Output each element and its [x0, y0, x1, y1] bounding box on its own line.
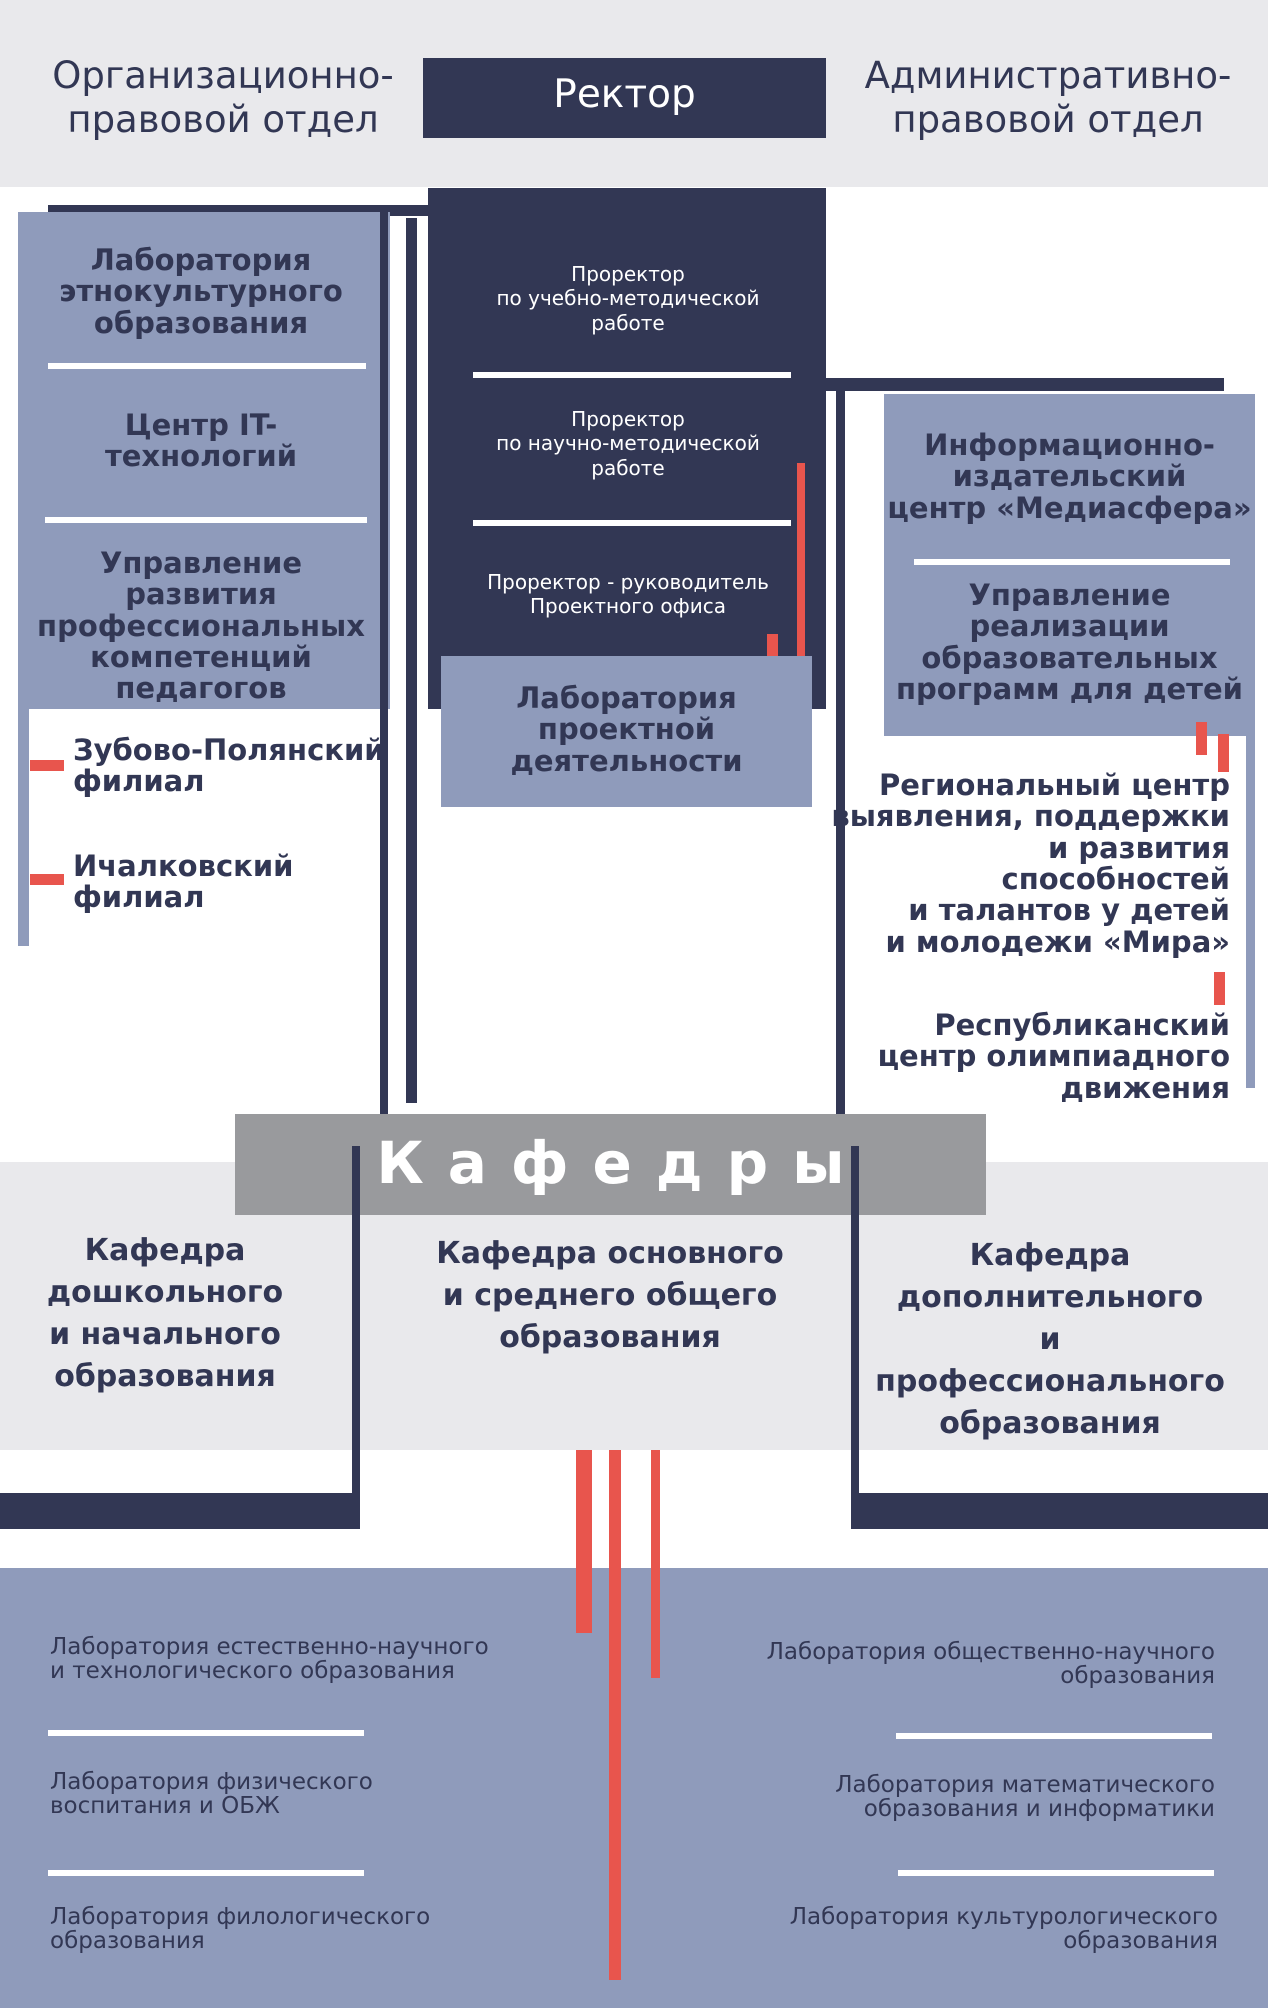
labs-right-divider-1	[896, 1733, 1212, 1739]
dept-right-bar	[851, 1493, 1268, 1529]
rector-label: Ректор	[553, 72, 696, 117]
lab-math-informatics: Лаборатория математического образования …	[835, 1772, 1215, 1823]
center-red-line-1	[797, 463, 805, 691]
left-divider-1	[48, 363, 366, 369]
right-red-marker-2	[1218, 734, 1229, 772]
admin-legal-dept: Административно- правовой отдел	[864, 54, 1232, 142]
center-left-vertical-line	[406, 218, 417, 1103]
departments-header: Кафедры	[376, 1129, 869, 1197]
lab-project-activity-box	[441, 656, 812, 807]
right-red-marker-3	[1214, 972, 1225, 1005]
right-red-marker-1	[1196, 722, 1207, 755]
center-it: Центр IT- технологий	[104, 408, 298, 474]
prorector-educational: Проректор по учебно-методической работе	[496, 262, 760, 335]
labs-panel	[0, 1568, 1268, 2008]
lab-natural-science: Лаборатория естественно-научного и техно…	[50, 1634, 489, 1685]
prorector-project-office: Проректор - руководитель Проектного офис…	[487, 570, 769, 619]
media-sphere-center: Информационно- издательский центр «Медиа…	[887, 428, 1252, 525]
connector-left-top	[48, 205, 428, 216]
left-divider-2	[45, 517, 367, 523]
connector-right-top	[826, 378, 1224, 391]
right-side-strip	[1246, 736, 1255, 1088]
branch-marker-1	[30, 760, 64, 771]
right-vertical-line	[836, 391, 845, 1120]
regional-talent-center: Региональный центр выявления, поддержки …	[831, 768, 1230, 959]
left-vertical-line	[380, 212, 388, 1124]
dept-preschool-primary: Кафедра дошкольного и начального образов…	[46, 1233, 284, 1394]
lab-red-line-3	[651, 1450, 660, 1678]
lab-project-activity: Лаборатория проектной деятельности	[510, 681, 743, 778]
lab-physical-education: Лаборатория физического воспитания и ОБЖ	[50, 1769, 373, 1820]
olympiad-center: Республиканский центр олимпиадного движе…	[877, 1008, 1230, 1105]
departments-header-box	[235, 1114, 986, 1215]
lab-red-line-2	[609, 1450, 621, 1980]
dept-left-vertical	[352, 1146, 360, 1526]
right-divider-1	[914, 559, 1230, 565]
right-units-panel	[884, 394, 1255, 736]
lab-ethnocultural: Лаборатория этнокультурного образования	[59, 243, 343, 340]
labs-left-divider-2	[48, 1870, 364, 1876]
lab-red-line-1	[576, 1450, 592, 1633]
mgmt-prof-competences: Управление развития профессиональных ком…	[37, 546, 365, 706]
lab-philology: Лаборатория филологического образования	[50, 1904, 431, 1955]
prorectors-panel	[428, 188, 826, 709]
left-branch-strip	[18, 700, 29, 946]
mgmt-children-programs: Управление реализации образовательных пр…	[896, 578, 1243, 706]
left-units-panel	[18, 212, 390, 709]
dept-basic-secondary: Кафедра основного и среднего общего обра…	[436, 1236, 784, 1355]
center-divider-1	[473, 372, 791, 378]
prorector-scientific: Проректор по научно-методической работе	[496, 407, 760, 480]
rector-box	[423, 58, 826, 138]
dept-additional-professional: Кафедра дополнительного и профессиональн…	[875, 1238, 1225, 1441]
dept-left-bar	[0, 1493, 360, 1529]
labs-right-divider-2	[898, 1870, 1214, 1876]
labs-left-divider-1	[48, 1730, 364, 1736]
lab-cultural-studies: Лаборатория культурологического образова…	[789, 1904, 1218, 1955]
center-red-marker	[767, 634, 778, 671]
branch-zubovo-polyansky: Зубово-Полянский филиал	[73, 733, 385, 799]
org-legal-dept: Организационно- правовой отдел	[52, 54, 394, 142]
lab-social-science: Лаборатория общественно-научного образов…	[766, 1639, 1215, 1690]
branch-marker-2	[30, 874, 64, 885]
center-divider-2	[473, 520, 791, 526]
branch-ichalkovsky: Ичалковский филиал	[73, 849, 294, 915]
dept-right-vertical	[851, 1146, 859, 1526]
